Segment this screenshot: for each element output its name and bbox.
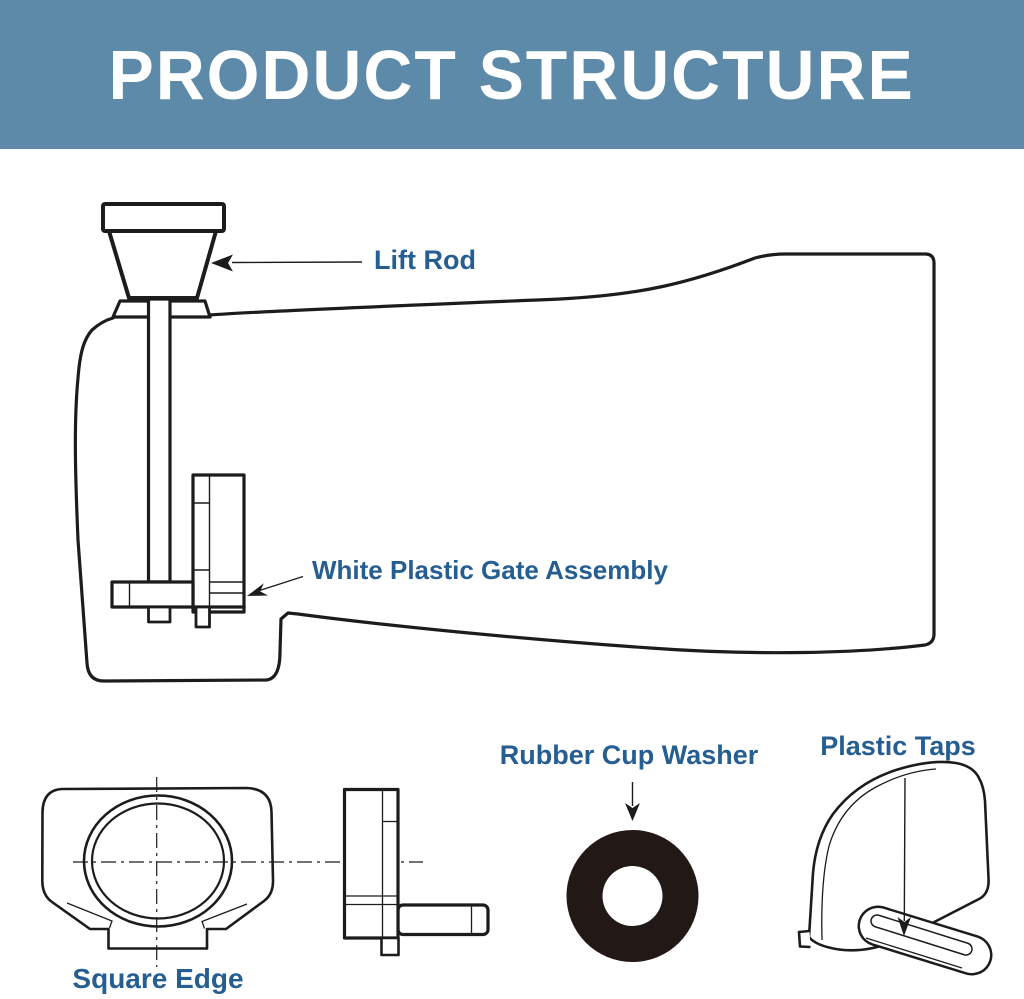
lift-rod-cap [101, 202, 226, 233]
side-view-rod [396, 903, 490, 937]
square-edge-outer-ring [82, 794, 234, 928]
taps-notch [797, 929, 811, 949]
square-edge-inner-ring [90, 802, 226, 920]
gate-plate [191, 473, 246, 614]
gate-foot-left [147, 605, 172, 624]
title-banner: PRODUCT STRUCTURE [0, 0, 1024, 149]
square-edge-drawing [40, 777, 423, 967]
gate-foot-right [194, 605, 211, 629]
main-diagram [73, 202, 936, 683]
lift-rod-drawing [101, 202, 226, 584]
gate-assembly-arrow [247, 575, 304, 596]
plastic-taps-drawing [797, 760, 993, 976]
gate-assembly-drawing [110, 473, 246, 629]
sink-body-outline [73, 252, 936, 683]
page-title: PRODUCT STRUCTURE [108, 35, 916, 114]
side-view-plate [342, 787, 400, 940]
rubber-cup-washer-label: Rubber Cup Washer [499, 740, 759, 770]
taps-fin [807, 760, 990, 952]
gate-assembly-label: White Plastic Gate Assembly [312, 555, 668, 585]
square-edge-label: Square Edge [72, 963, 244, 994]
plastic-taps-arrow [897, 777, 911, 936]
gate-bar [110, 580, 195, 609]
diagram-artwork [40, 202, 993, 976]
lift-rod-shaft [146, 297, 172, 584]
side-view-foot [380, 936, 400, 957]
lift-rod-label: Lift Rod [374, 245, 476, 275]
washer-drawing [566, 830, 699, 962]
lift-rod-arrow [211, 254, 363, 272]
taps-slotted-bar [857, 905, 993, 976]
lift-rod-funnel [107, 229, 218, 300]
plastic-taps-label: Plastic Taps [820, 731, 976, 761]
side-view-drawing [342, 787, 490, 957]
washer-hole [602, 866, 663, 926]
washer-arrow [625, 782, 640, 821]
